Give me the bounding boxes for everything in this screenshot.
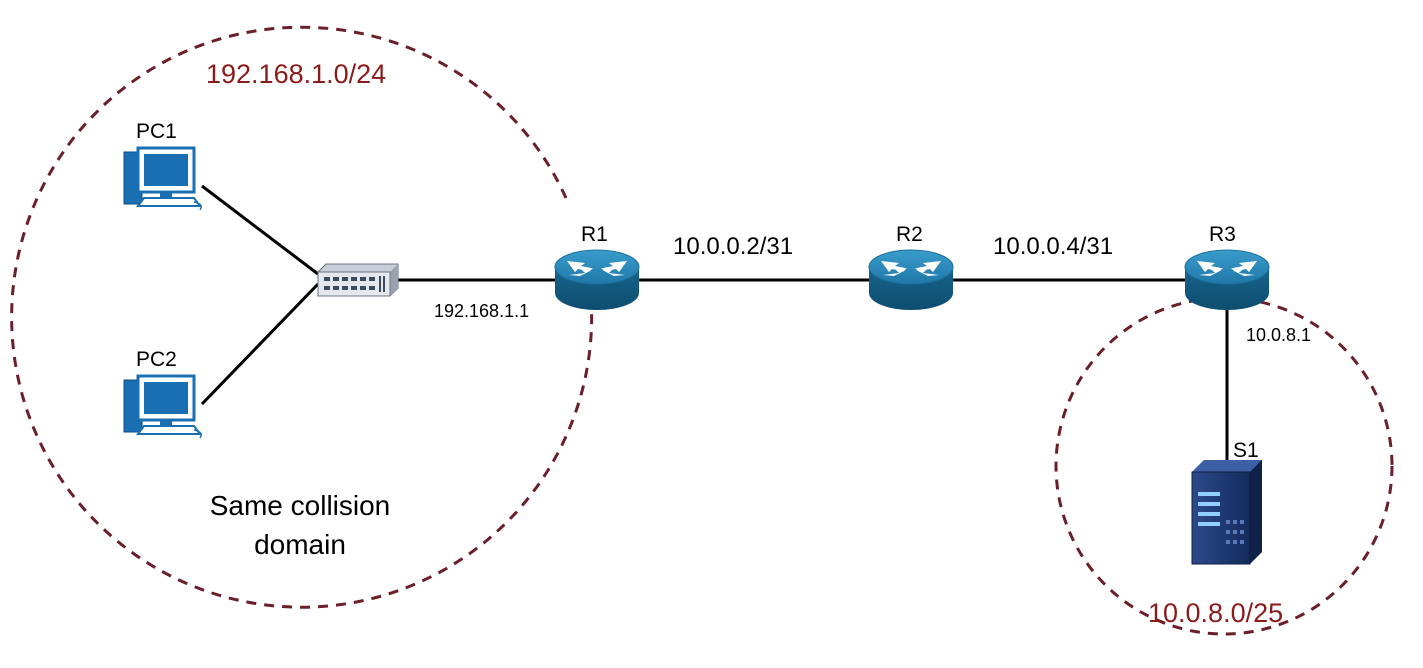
- pc2-label: PC2: [136, 348, 177, 371]
- r1-router-icon: [554, 249, 640, 311]
- r1-interface-label: 192.168.1.1: [434, 301, 529, 321]
- r1-label: R1: [581, 223, 608, 246]
- zone-right-network: [1054, 296, 1394, 636]
- collision-domain-note-line2: domain: [254, 529, 346, 560]
- r2-label: R2: [896, 223, 923, 246]
- zone-left-network: [10, 25, 594, 609]
- network-right-label: 10.0.8.0/25: [1148, 598, 1283, 628]
- r3-label: R3: [1209, 223, 1236, 246]
- link-r1-r2-label: 10.0.0.2/31: [673, 233, 793, 260]
- r2-router-icon: [868, 249, 954, 311]
- collision-domain-note-line1: Same collision: [210, 490, 391, 521]
- s1-label: S1: [1233, 439, 1259, 462]
- pc2-icon: [122, 374, 203, 440]
- r3-router-icon: [1184, 249, 1270, 311]
- pc1-label: PC1: [136, 120, 177, 143]
- switch-icon: [317, 263, 399, 297]
- link-pc1-switch: [201, 184, 319, 276]
- link-pc2-switch: [200, 282, 320, 406]
- s1-server-icon: [1191, 460, 1262, 565]
- network-left-label: 192.168.1.0/24: [206, 59, 386, 89]
- pc1-icon: [122, 146, 203, 212]
- link-r2-r3-label: 10.0.0.4/31: [993, 233, 1113, 260]
- r3-interface-label: 10.0.8.1: [1246, 325, 1311, 345]
